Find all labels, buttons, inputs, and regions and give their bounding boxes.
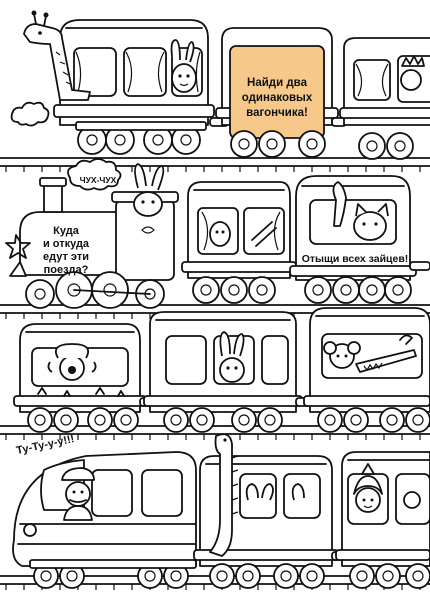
question-line-2: и откуда xyxy=(43,238,90,250)
sign-line-2: одинаковых xyxy=(242,92,313,104)
smoke-cloud xyxy=(10,101,50,127)
puff-bubble: ЧУХ-ЧУХ xyxy=(67,158,122,191)
wheels-car-1 xyxy=(75,121,207,155)
rail-track-1 xyxy=(0,157,430,172)
bunny-car xyxy=(181,181,297,304)
coupler-3 xyxy=(409,261,430,271)
engineer xyxy=(61,467,95,521)
giraffe xyxy=(23,10,91,101)
bunny-car-2 xyxy=(143,311,303,433)
steam-engine xyxy=(5,177,179,309)
express-engine xyxy=(12,451,197,589)
bunny-window-1 xyxy=(170,39,197,93)
clown-car xyxy=(13,323,147,433)
crocodile-car xyxy=(303,307,430,433)
girl-car xyxy=(335,451,430,589)
sign-line-3: вагончика! xyxy=(246,107,308,119)
princess-car xyxy=(339,37,430,160)
question-line-1: Куда xyxy=(53,225,80,237)
puff-text: ЧУХ-ЧУХ xyxy=(80,175,117,185)
hare-caption: Отыщи всех зайцев! xyxy=(302,253,409,265)
driver-bunny xyxy=(133,163,165,217)
sign-line-1: Найди два xyxy=(247,77,308,89)
sign-car: Найди два одинаковых вагончика! xyxy=(215,27,339,158)
question-line-4: поезда? xyxy=(44,264,89,276)
question-line-3: едут эти xyxy=(43,251,89,263)
dinosaur-car xyxy=(193,433,339,589)
cat-car: Отыщи всех зайцев! xyxy=(289,175,417,304)
question-text: Куда и откуда едут эти поезда? xyxy=(43,225,90,276)
